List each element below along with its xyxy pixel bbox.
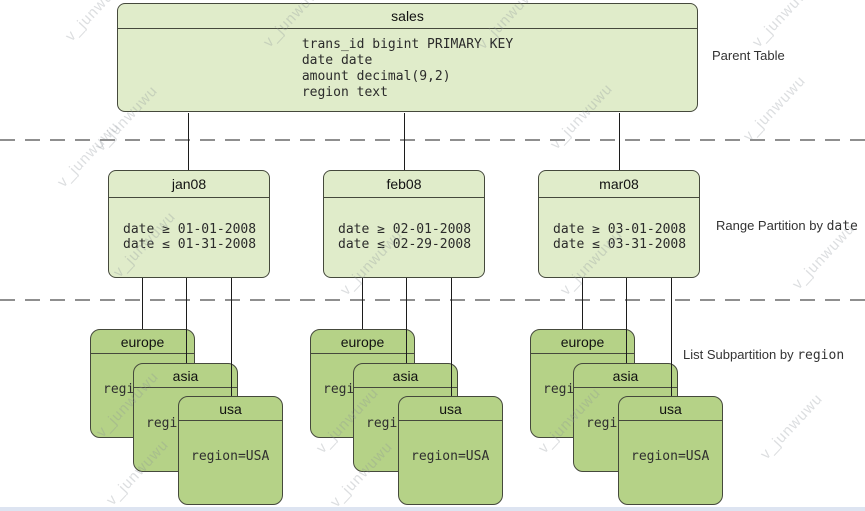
rule-line: date ≤ 03-31-2008: [553, 237, 687, 252]
column-def: region text: [301, 85, 388, 100]
connector-sales-mar08: [619, 113, 620, 170]
partition-rules: date ≥ 02-01-2008 date ≤ 02-29-2008: [324, 198, 484, 252]
parent-table-box: sales trans_id bigint PRIMARY KEY date d…: [117, 3, 698, 112]
connector-mar08-asia: [626, 278, 627, 363]
dashed-separator-top: [0, 139, 865, 141]
column-def: trans_id bigint PRIMARY KEY: [301, 37, 514, 52]
partition-box-mar08: mar08 date ≥ 03-01-2008 date ≤ 03-31-200…: [538, 170, 700, 278]
rule-line: date ≥ 01-01-2008: [123, 222, 257, 237]
partition-rules: date ≥ 01-01-2008 date ≤ 01-31-2008: [109, 198, 269, 252]
label-text: Range Partition by: [716, 218, 827, 233]
rule-line: date ≥ 02-01-2008: [338, 222, 472, 237]
label-code: region: [797, 348, 845, 363]
subpartition-title: europe: [531, 330, 634, 354]
connector-mar08-usa: [671, 278, 672, 396]
partition-rules: date ≥ 03-01-2008 date ≤ 03-31-2008: [539, 198, 699, 252]
connector-jan08-asia: [186, 278, 187, 363]
dashed-separator-bottom: [0, 299, 865, 301]
subpartition-title: europe: [311, 330, 414, 354]
label-list-subpartition: List Subpartition by region: [683, 347, 844, 363]
label-text: List Subpartition by: [683, 347, 798, 362]
label-range-partition: Range Partition by date: [716, 218, 858, 234]
connector-jan08-usa: [231, 278, 232, 396]
partition-title: feb08: [324, 171, 484, 198]
partition-title: mar08: [539, 171, 699, 198]
subpartition-rule: region=USA: [631, 449, 710, 464]
subpartition-card-feb08-usa: usa region=USA: [398, 396, 503, 505]
connector-feb08-usa: [451, 278, 452, 396]
subpartition-rule: region=USA: [411, 449, 490, 464]
label-text: Parent Table: [712, 48, 785, 63]
connector-feb08-europe: [362, 278, 363, 329]
subpartition-title: asia: [354, 364, 457, 388]
subpartition-title: asia: [574, 364, 677, 388]
subpartition-title: europe: [91, 330, 194, 354]
subpartition-card-jan08-usa: usa region=USA: [178, 396, 283, 505]
watermark-text: v_junwuwu: [740, 72, 810, 145]
partition-box-feb08: feb08 date ≥ 02-01-2008 date ≤ 02-29-200…: [323, 170, 485, 278]
partition-box-jan08: jan08 date ≥ 01-01-2008 date ≤ 01-31-200…: [108, 170, 270, 278]
partition-title: jan08: [109, 171, 269, 198]
label-code: date: [826, 219, 858, 234]
connector-sales-jan08: [188, 113, 189, 170]
rule-line: date ≤ 02-29-2008: [338, 237, 472, 252]
window-bottom-edge: [0, 507, 865, 511]
subpartition-card-mar08-usa: usa region=USA: [618, 396, 723, 505]
subpartition-title: usa: [619, 397, 722, 421]
rule-line: date ≥ 03-01-2008: [553, 222, 687, 237]
rule-line: date ≤ 01-31-2008: [123, 237, 257, 252]
watermark-text: v_junwuwu: [757, 390, 827, 463]
subpartition-title: asia: [134, 364, 237, 388]
label-parent-table: Parent Table: [712, 48, 785, 63]
connector-mar08-europe: [582, 278, 583, 329]
subpartition-title: usa: [399, 397, 502, 421]
connector-sales-feb08: [404, 113, 405, 170]
watermark-text: v_junwuwu: [749, 0, 819, 51]
parent-table-title: sales: [118, 4, 697, 29]
subpartition-rule: region=USA: [191, 449, 270, 464]
parent-table-columns: trans_id bigint PRIMARY KEY date date am…: [302, 37, 513, 101]
subpartition-title: usa: [179, 397, 282, 421]
column-def: date date: [301, 53, 373, 68]
connector-feb08-asia: [406, 278, 407, 363]
column-def: amount decimal(9,2): [301, 69, 451, 84]
connector-jan08-europe: [142, 278, 143, 329]
